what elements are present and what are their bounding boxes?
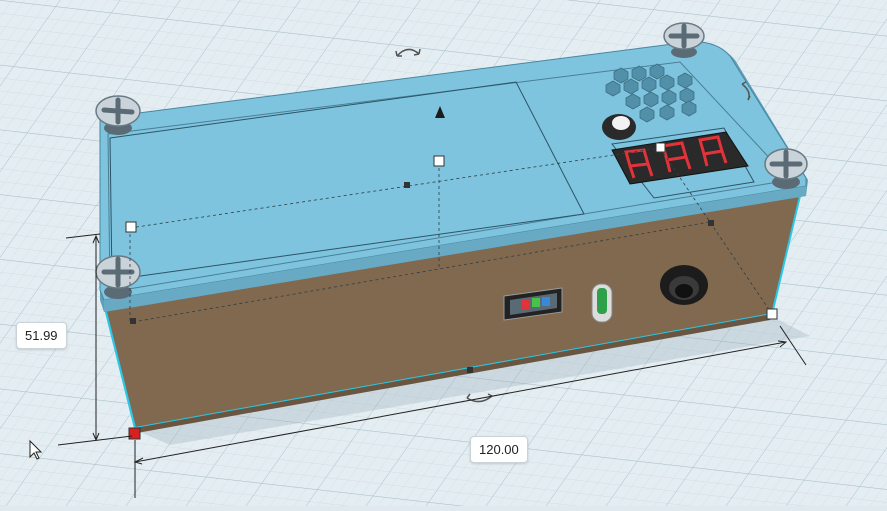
- height-dimension-input[interactable]: 51.99: [16, 322, 67, 349]
- corner-handle[interactable]: [655, 142, 666, 153]
- object-shadow: [140, 318, 810, 445]
- cone-handle-icon[interactable]: [435, 106, 445, 118]
- selection-handles[interactable]: [125, 142, 778, 440]
- screw-icon: [95, 255, 141, 299]
- dimension-lines: [57, 233, 807, 498]
- round-connector: [660, 265, 708, 305]
- rotate-handle-icon[interactable]: [466, 393, 493, 403]
- height-handle[interactable]: [433, 155, 445, 167]
- side-handle[interactable]: [467, 367, 473, 373]
- mouse-cursor-icon: [29, 439, 43, 460]
- side-handle[interactable]: [404, 182, 410, 188]
- selection-guides: [129, 147, 773, 323]
- screw-icon: [95, 95, 141, 135]
- top-knob: [602, 114, 636, 140]
- rotate-handle-icon[interactable]: [395, 48, 421, 57]
- side-handle[interactable]: [708, 220, 714, 226]
- width-dimension-input[interactable]: 120.00: [470, 436, 528, 463]
- corner-handle[interactable]: [125, 221, 137, 233]
- screw-icon: [663, 22, 705, 58]
- rotate-handle-icon[interactable]: [741, 81, 751, 101]
- seven-segment-display: [611, 131, 749, 185]
- toggle-switch: [591, 283, 613, 323]
- screw-icon: [764, 148, 808, 189]
- side-handle[interactable]: [130, 318, 136, 324]
- voltmeter-module: [503, 287, 563, 321]
- corner-handle[interactable]: [766, 308, 778, 320]
- origin-handle[interactable]: [128, 427, 141, 440]
- speaker-grill: [605, 63, 697, 123]
